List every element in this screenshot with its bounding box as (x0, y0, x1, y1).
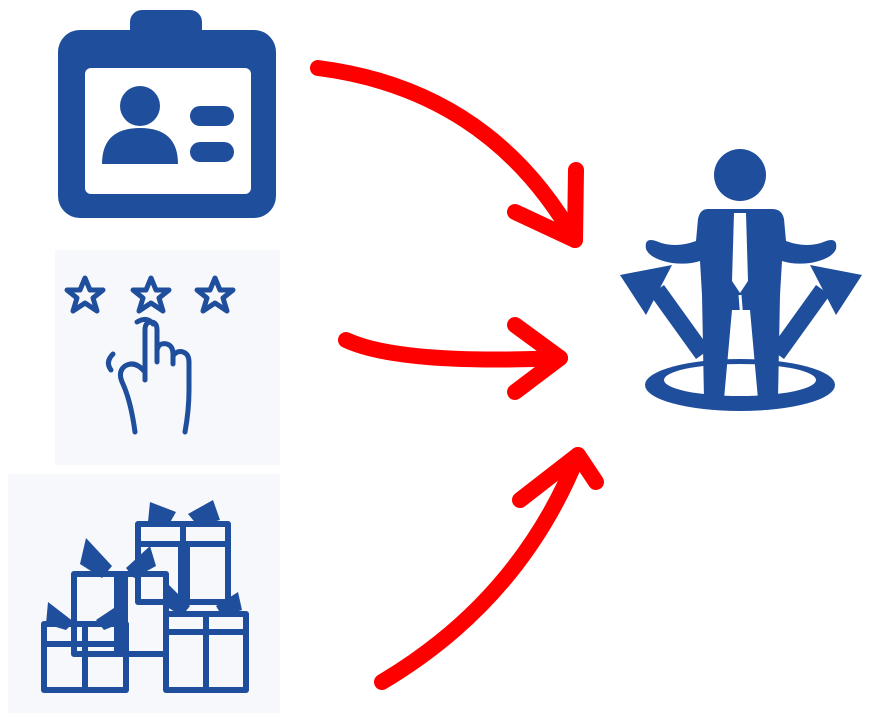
rating-panel (55, 250, 280, 465)
pointing-hand-icon (105, 316, 192, 435)
star-icon (130, 275, 172, 314)
gift-boxes-icon (41, 500, 249, 693)
star-icon (194, 275, 236, 314)
arrow-from-id-badge (310, 60, 584, 248)
star-rating-hand-icon (64, 275, 236, 435)
arrow-from-gifts (374, 447, 604, 690)
person-choices-arrows-icon (620, 149, 862, 411)
id-badge-icon (58, 10, 276, 218)
person-panel (610, 145, 871, 415)
gifts-panel (8, 474, 280, 713)
arrow-from-rating (338, 317, 568, 400)
star-icon (64, 275, 106, 314)
id-badge-panel (40, 0, 290, 235)
